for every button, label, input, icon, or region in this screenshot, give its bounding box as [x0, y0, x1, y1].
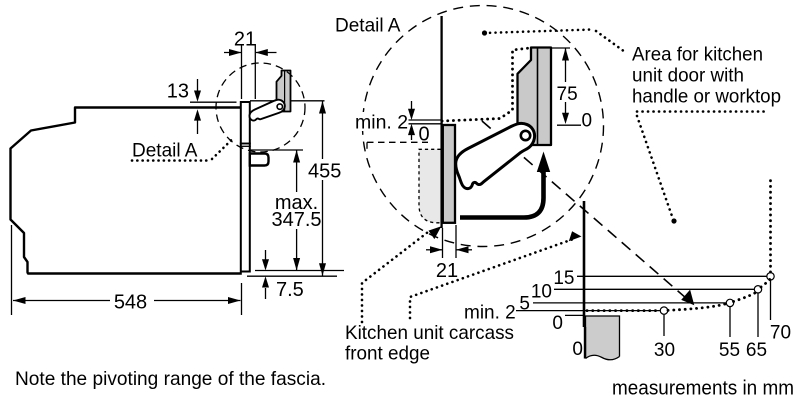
svg-text:0: 0: [582, 110, 593, 131]
svg-text:Detail A: Detail A: [132, 141, 198, 162]
svg-text:measurements in mm: measurements in mm: [612, 378, 794, 400]
svg-text:30: 30: [654, 340, 675, 361]
svg-text:0: 0: [419, 124, 430, 146]
svg-text:max.: max.: [275, 192, 318, 214]
svg-text:unit door with: unit door with: [632, 65, 744, 87]
svg-text:min. 2: min. 2: [355, 112, 408, 134]
svg-text:21: 21: [234, 29, 256, 51]
svg-text:548: 548: [114, 292, 147, 314]
svg-text:15: 15: [553, 268, 574, 289]
svg-text:7.5: 7.5: [276, 279, 304, 301]
svg-text:65: 65: [746, 340, 767, 361]
svg-text:Note the pivoting range of the: Note the pivoting range of the fascia.: [15, 368, 326, 390]
svg-text:455: 455: [308, 161, 341, 183]
svg-text:0: 0: [572, 339, 583, 360]
svg-text:13: 13: [167, 81, 189, 103]
svg-text:75: 75: [557, 84, 578, 105]
svg-text:front edge: front edge: [345, 342, 430, 364]
svg-text:10: 10: [531, 282, 552, 303]
svg-text:min. 2: min. 2: [464, 303, 516, 324]
svg-text:Kitchen unit carcass: Kitchen unit carcass: [345, 322, 514, 344]
svg-text:0: 0: [552, 313, 563, 334]
svg-text:70: 70: [770, 323, 791, 344]
svg-text:347.5: 347.5: [271, 209, 321, 231]
svg-text:handle or worktop: handle or worktop: [632, 86, 781, 108]
svg-text:55: 55: [719, 340, 740, 361]
svg-text:Area for kitchen: Area for kitchen: [632, 44, 763, 66]
svg-text:5: 5: [519, 294, 530, 315]
svg-text:21: 21: [436, 260, 458, 282]
svg-text:Detail A: Detail A: [335, 16, 401, 37]
